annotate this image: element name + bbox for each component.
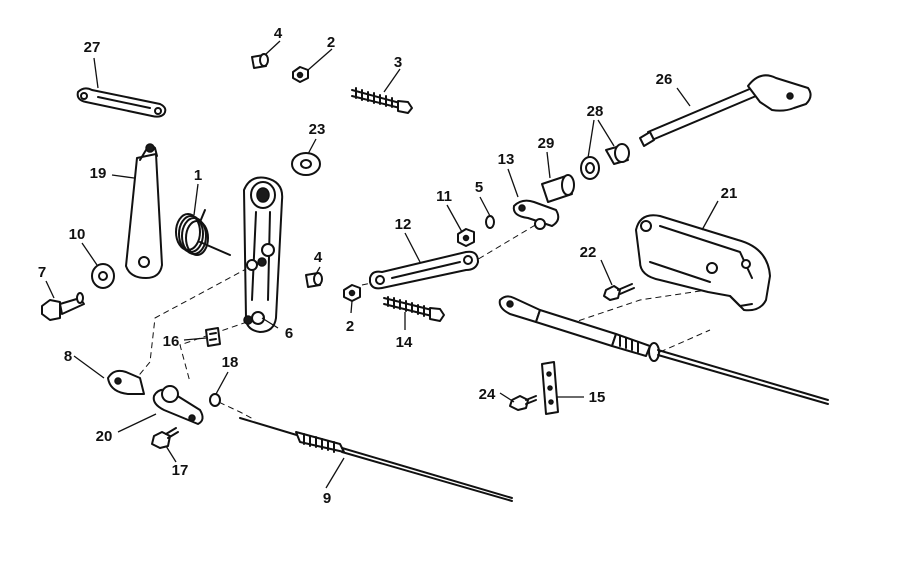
callout-19: 19	[90, 165, 107, 182]
part-1-spring	[175, 209, 231, 256]
part-9-cable	[239, 417, 513, 502]
part-3-bolt	[351, 87, 413, 114]
callout-15: 15	[589, 389, 606, 406]
part-15-plate	[541, 361, 559, 415]
callout-26: 26	[656, 71, 673, 88]
part-2-nut-top	[292, 66, 309, 83]
callout-24: 24	[479, 386, 496, 403]
callout-2-top: 2	[327, 34, 335, 51]
part-27-link	[76, 87, 167, 118]
callout-13: 13	[498, 151, 515, 168]
callout-21: 21	[721, 185, 738, 202]
callout-18: 18	[222, 354, 239, 371]
callout-14: 14	[396, 334, 413, 351]
callout-17: 17	[172, 462, 189, 479]
part-28-bushings	[580, 143, 630, 180]
callout-16: 16	[163, 333, 180, 350]
part-2-nut-middle	[343, 284, 361, 302]
callout-29: 29	[538, 135, 555, 152]
part-19-arm	[125, 143, 163, 279]
part-12-link-rod	[369, 250, 479, 290]
callout-4-top: 4	[274, 25, 283, 42]
callout-1: 1	[194, 167, 202, 184]
part-16-clip	[205, 327, 221, 347]
part-14-bolt	[383, 296, 445, 322]
part-18-washer	[209, 393, 221, 407]
callout-5: 5	[475, 179, 483, 196]
part-10-washer	[91, 263, 115, 289]
callout-28: 28	[587, 103, 604, 120]
part-29-bushing	[541, 174, 575, 203]
callout-8: 8	[64, 348, 72, 365]
part-4-bushing-middle	[305, 272, 323, 288]
callout-3: 3	[394, 54, 402, 71]
callout-6: 6	[285, 325, 293, 342]
part-23-washer	[291, 152, 321, 176]
part-7-screw	[41, 292, 85, 321]
callout-20: 20	[96, 428, 113, 445]
leader-lines	[45, 40, 719, 489]
right-cable-assembly	[498, 295, 829, 405]
part-20-link-plate	[152, 385, 204, 425]
part-21-bracket	[635, 214, 771, 312]
callout-23: 23	[309, 121, 326, 138]
part-11-nut	[457, 228, 475, 247]
callout-9: 9	[323, 490, 331, 507]
callout-7: 7	[38, 264, 46, 281]
alignment-lines	[134, 223, 721, 421]
callout-11: 11	[436, 188, 452, 205]
part-6-lever	[243, 176, 284, 333]
part-4-bushing-top	[251, 53, 269, 69]
callout-4-middle: 4	[314, 249, 323, 266]
callout-2-middle: 2	[346, 318, 354, 335]
callout-22: 22	[580, 244, 597, 261]
part-8-clevis	[107, 369, 145, 395]
part-22-screw	[603, 283, 635, 301]
part-13-connector	[512, 199, 560, 230]
callout-10: 10	[69, 226, 86, 243]
part-24-screw	[509, 395, 537, 411]
part-26-shaft	[639, 74, 812, 147]
callout-12: 12	[395, 216, 412, 233]
part-17-screw	[151, 427, 179, 449]
part-5-washer	[485, 215, 495, 229]
callout-labels: 27 19 1 10 7 4 2 3 23 4 2 14 6 12 11 5 1…	[38, 25, 738, 507]
callout-27: 27	[84, 39, 101, 56]
